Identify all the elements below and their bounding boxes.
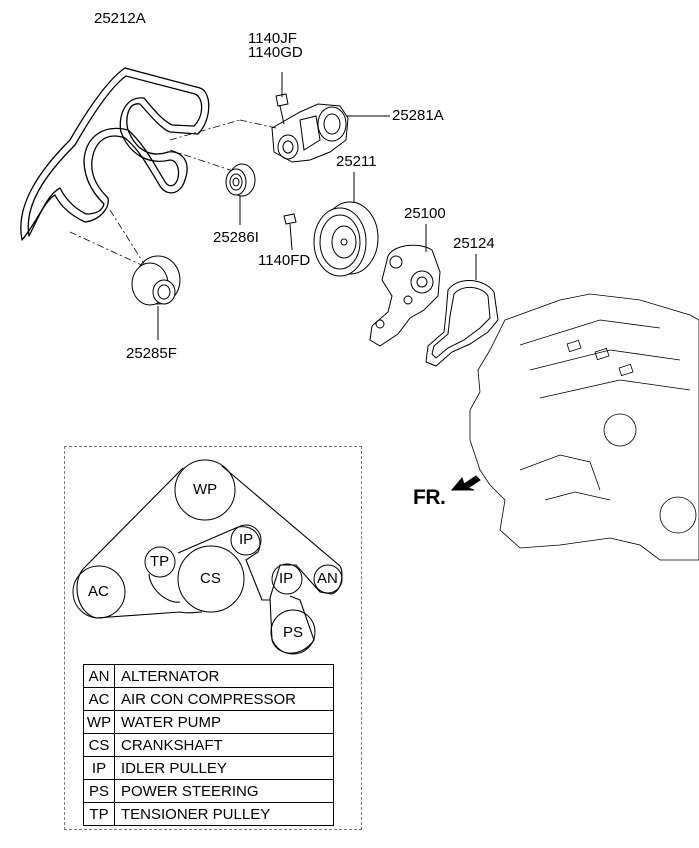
tp-circle (144, 546, 176, 578)
label-bolt-1140gd: 1140GD (248, 44, 303, 61)
water-pump-drawing (369, 224, 441, 347)
legend-code: WP (83, 710, 115, 734)
idler-pulley-small-drawing (225, 163, 256, 225)
label-belt: 25212A (94, 10, 146, 27)
legend-code: TP (83, 802, 115, 826)
abbreviation-legend-table: AN ALTERNATOR AC AIR CON COMPRESSOR WP W… (83, 664, 334, 826)
wp-circle (174, 459, 236, 521)
legend-name: CRANKSHAFT (114, 733, 334, 757)
legend-row: AN ALTERNATOR (83, 664, 334, 688)
label-idler-large: 25285F (126, 345, 177, 362)
label-bolt-1140jf: 1140JF (248, 30, 297, 47)
gasket-drawing (425, 254, 499, 367)
legend-name: ALTERNATOR (114, 664, 334, 688)
ps-circle (270, 609, 316, 655)
label-water-pump: 25100 (404, 205, 446, 222)
legend-row: PS POWER STEERING (83, 779, 334, 803)
routing-belt (76, 465, 343, 654)
legend-code: CS (83, 733, 115, 757)
routing-label-wp: WP (193, 481, 218, 498)
legend-row: CS CRANKSHAFT (83, 733, 334, 757)
legend-name: AIR CON COMPRESSOR (114, 687, 334, 711)
routing-legend-frame (64, 446, 362, 830)
legend-name: POWER STEERING (114, 779, 334, 803)
legend-code: IP (83, 756, 115, 780)
legend-code: AC (83, 687, 115, 711)
front-direction-label: FR. (413, 486, 446, 509)
routing-label-ac: AC (88, 583, 109, 600)
drive-belt-drawing (20, 67, 210, 241)
front-arrow-icon (450, 475, 481, 491)
ip-right-circle (271, 563, 303, 595)
belt-routing-schematic (72, 459, 343, 655)
legend-row: WP WATER PUMP (83, 710, 334, 734)
ip-top-circle (230, 524, 262, 556)
routing-label-ip-right: IP (279, 570, 294, 587)
legend-code: AN (83, 664, 115, 688)
label-bolt-1140fd: 1140FD (258, 252, 311, 269)
routing-label-ps: PS (283, 624, 304, 641)
idler-pulley-large-drawing (131, 255, 181, 340)
water-pump-pulley-drawing (313, 172, 379, 277)
label-gasket: 25124 (453, 235, 495, 252)
label-pulley-assy: 25211 (336, 153, 377, 170)
legend-name: TENSIONER PULLEY (114, 802, 334, 826)
label-tensioner: 25281A (392, 107, 444, 124)
legend-row: IP IDLER PULLEY (83, 756, 334, 780)
engine-block-drawing (469, 293, 699, 561)
legend-name: WATER PUMP (114, 710, 334, 734)
legend-row: AC AIR CON COMPRESSOR (83, 687, 334, 711)
bolt-drawing (283, 213, 297, 251)
routing-label-cs: CS (200, 570, 221, 587)
cs-circle (177, 545, 245, 613)
legend-name: IDLER PULLEY (114, 756, 334, 780)
leader-lines (69, 119, 277, 271)
routing-label-ip-top: IP (239, 531, 254, 548)
tensioner-drawing (271, 72, 390, 163)
legend-row: TP TENSIONER PULLEY (83, 802, 334, 826)
label-idler-small: 25286I (213, 229, 259, 246)
routing-label-tp: TP (150, 553, 170, 570)
legend-code: PS (83, 779, 115, 803)
routing-label-an: AN (317, 570, 338, 587)
